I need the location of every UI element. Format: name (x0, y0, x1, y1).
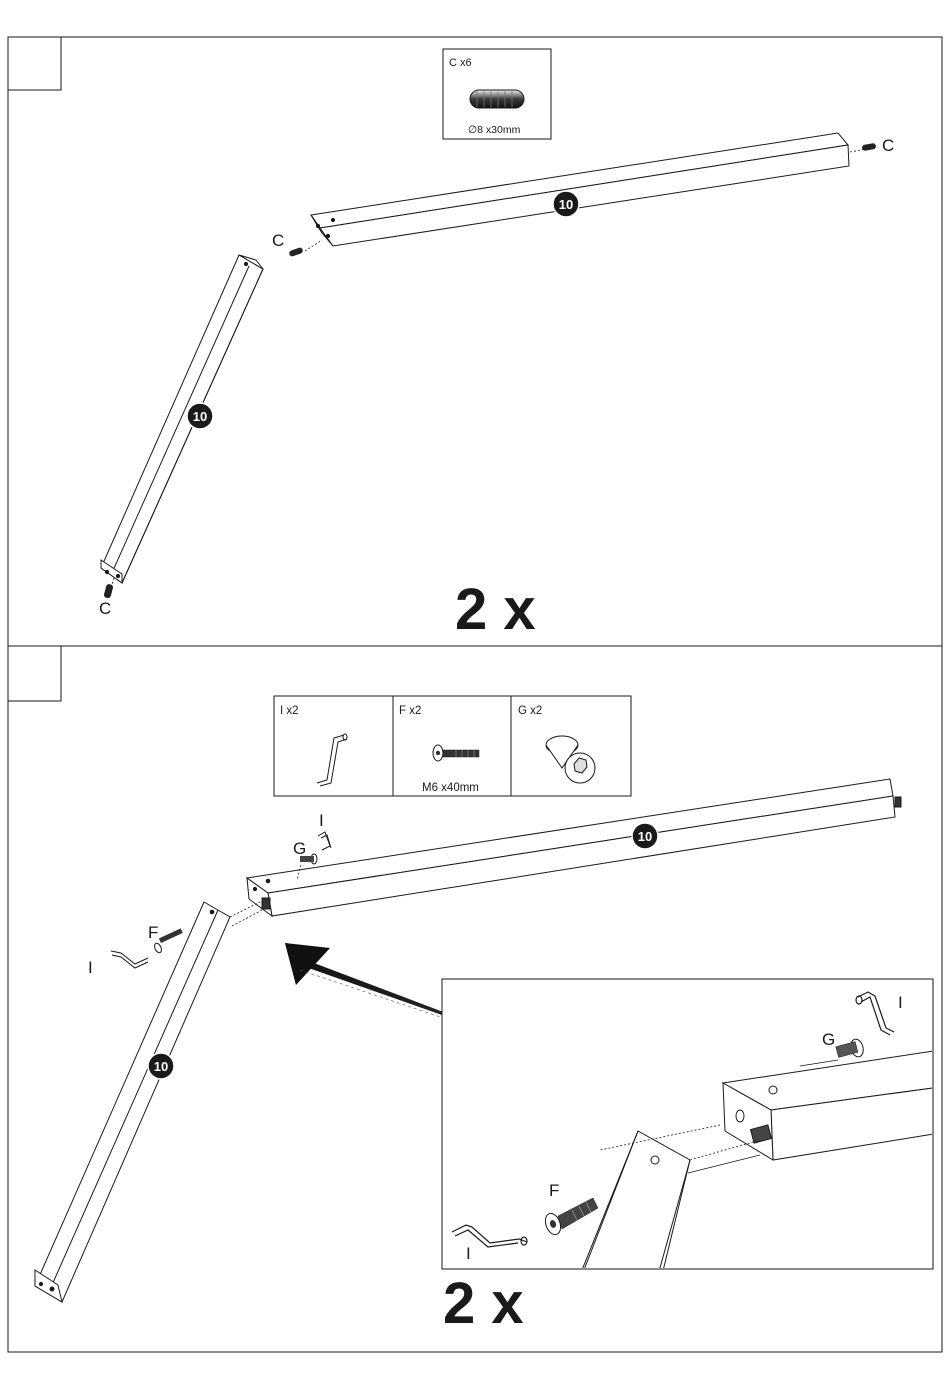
step2-panel: I x2 F x2 G x2 M6 x40mm (8, 646, 942, 1352)
detail-callout-g: G (822, 1030, 835, 1049)
step1-parts-box: C x6 ∅8 x30mm (443, 49, 551, 139)
key-count-label: I x2 (280, 705, 299, 717)
dowel-top-right (850, 143, 878, 152)
step1-number-box (8, 37, 61, 90)
svg-text:10: 10 (638, 829, 652, 844)
detail-callout-i-left: I (466, 1244, 471, 1263)
svg-text:10: 10 (559, 197, 573, 212)
dowel-mid (288, 240, 322, 257)
callout-f-left: F (148, 923, 158, 942)
detail-callout-f: F (549, 1181, 559, 1200)
svg-text:10: 10 (193, 409, 207, 424)
callout-g-top: G (293, 839, 306, 858)
step1-multiplier: 2 x (455, 577, 536, 642)
step2-multiplier: 2 x (443, 1271, 524, 1336)
nut-count-label: G x2 (518, 705, 542, 717)
allen-key-left (111, 951, 148, 968)
part-badge-upper: 10 (553, 191, 579, 217)
svg-text:10: 10 (154, 1059, 168, 1074)
callout-c-bottom: C (99, 599, 111, 618)
allen-key-top (318, 832, 331, 850)
callout-i-top: I (319, 811, 324, 830)
callout-c-top-right: C (882, 136, 894, 155)
callout-c-mid: C (272, 231, 284, 250)
step2-number-box (8, 646, 61, 701)
part-badge-step2-lower: 10 (148, 1053, 174, 1079)
beam-10-step2-upper (247, 779, 901, 916)
bolt-count-label: F x2 (399, 705, 421, 717)
dowel-count-label: C x6 (449, 57, 472, 69)
detail-callout-i-right: I (898, 993, 903, 1012)
dowel-icon (470, 90, 524, 108)
detail-inset: G I F (442, 979, 940, 1275)
part-badge-lower: 10 (187, 403, 213, 429)
bolt-spec-label: M6 x40mm (422, 782, 479, 794)
beam-10-upper (311, 133, 849, 246)
dowel-bottom (103, 578, 114, 599)
part-badge-step2-upper: 10 (632, 823, 658, 849)
callout-i-left: I (88, 958, 93, 977)
beam-10-step2-lower (35, 902, 262, 1302)
beam-10-lower (101, 255, 263, 583)
step1-panel: C x6 ∅8 x30mm (8, 37, 942, 646)
dowel-spec-label: ∅8 x30mm (468, 124, 521, 136)
step2-parts-box: I x2 F x2 G x2 M6 x40mm (274, 696, 631, 796)
